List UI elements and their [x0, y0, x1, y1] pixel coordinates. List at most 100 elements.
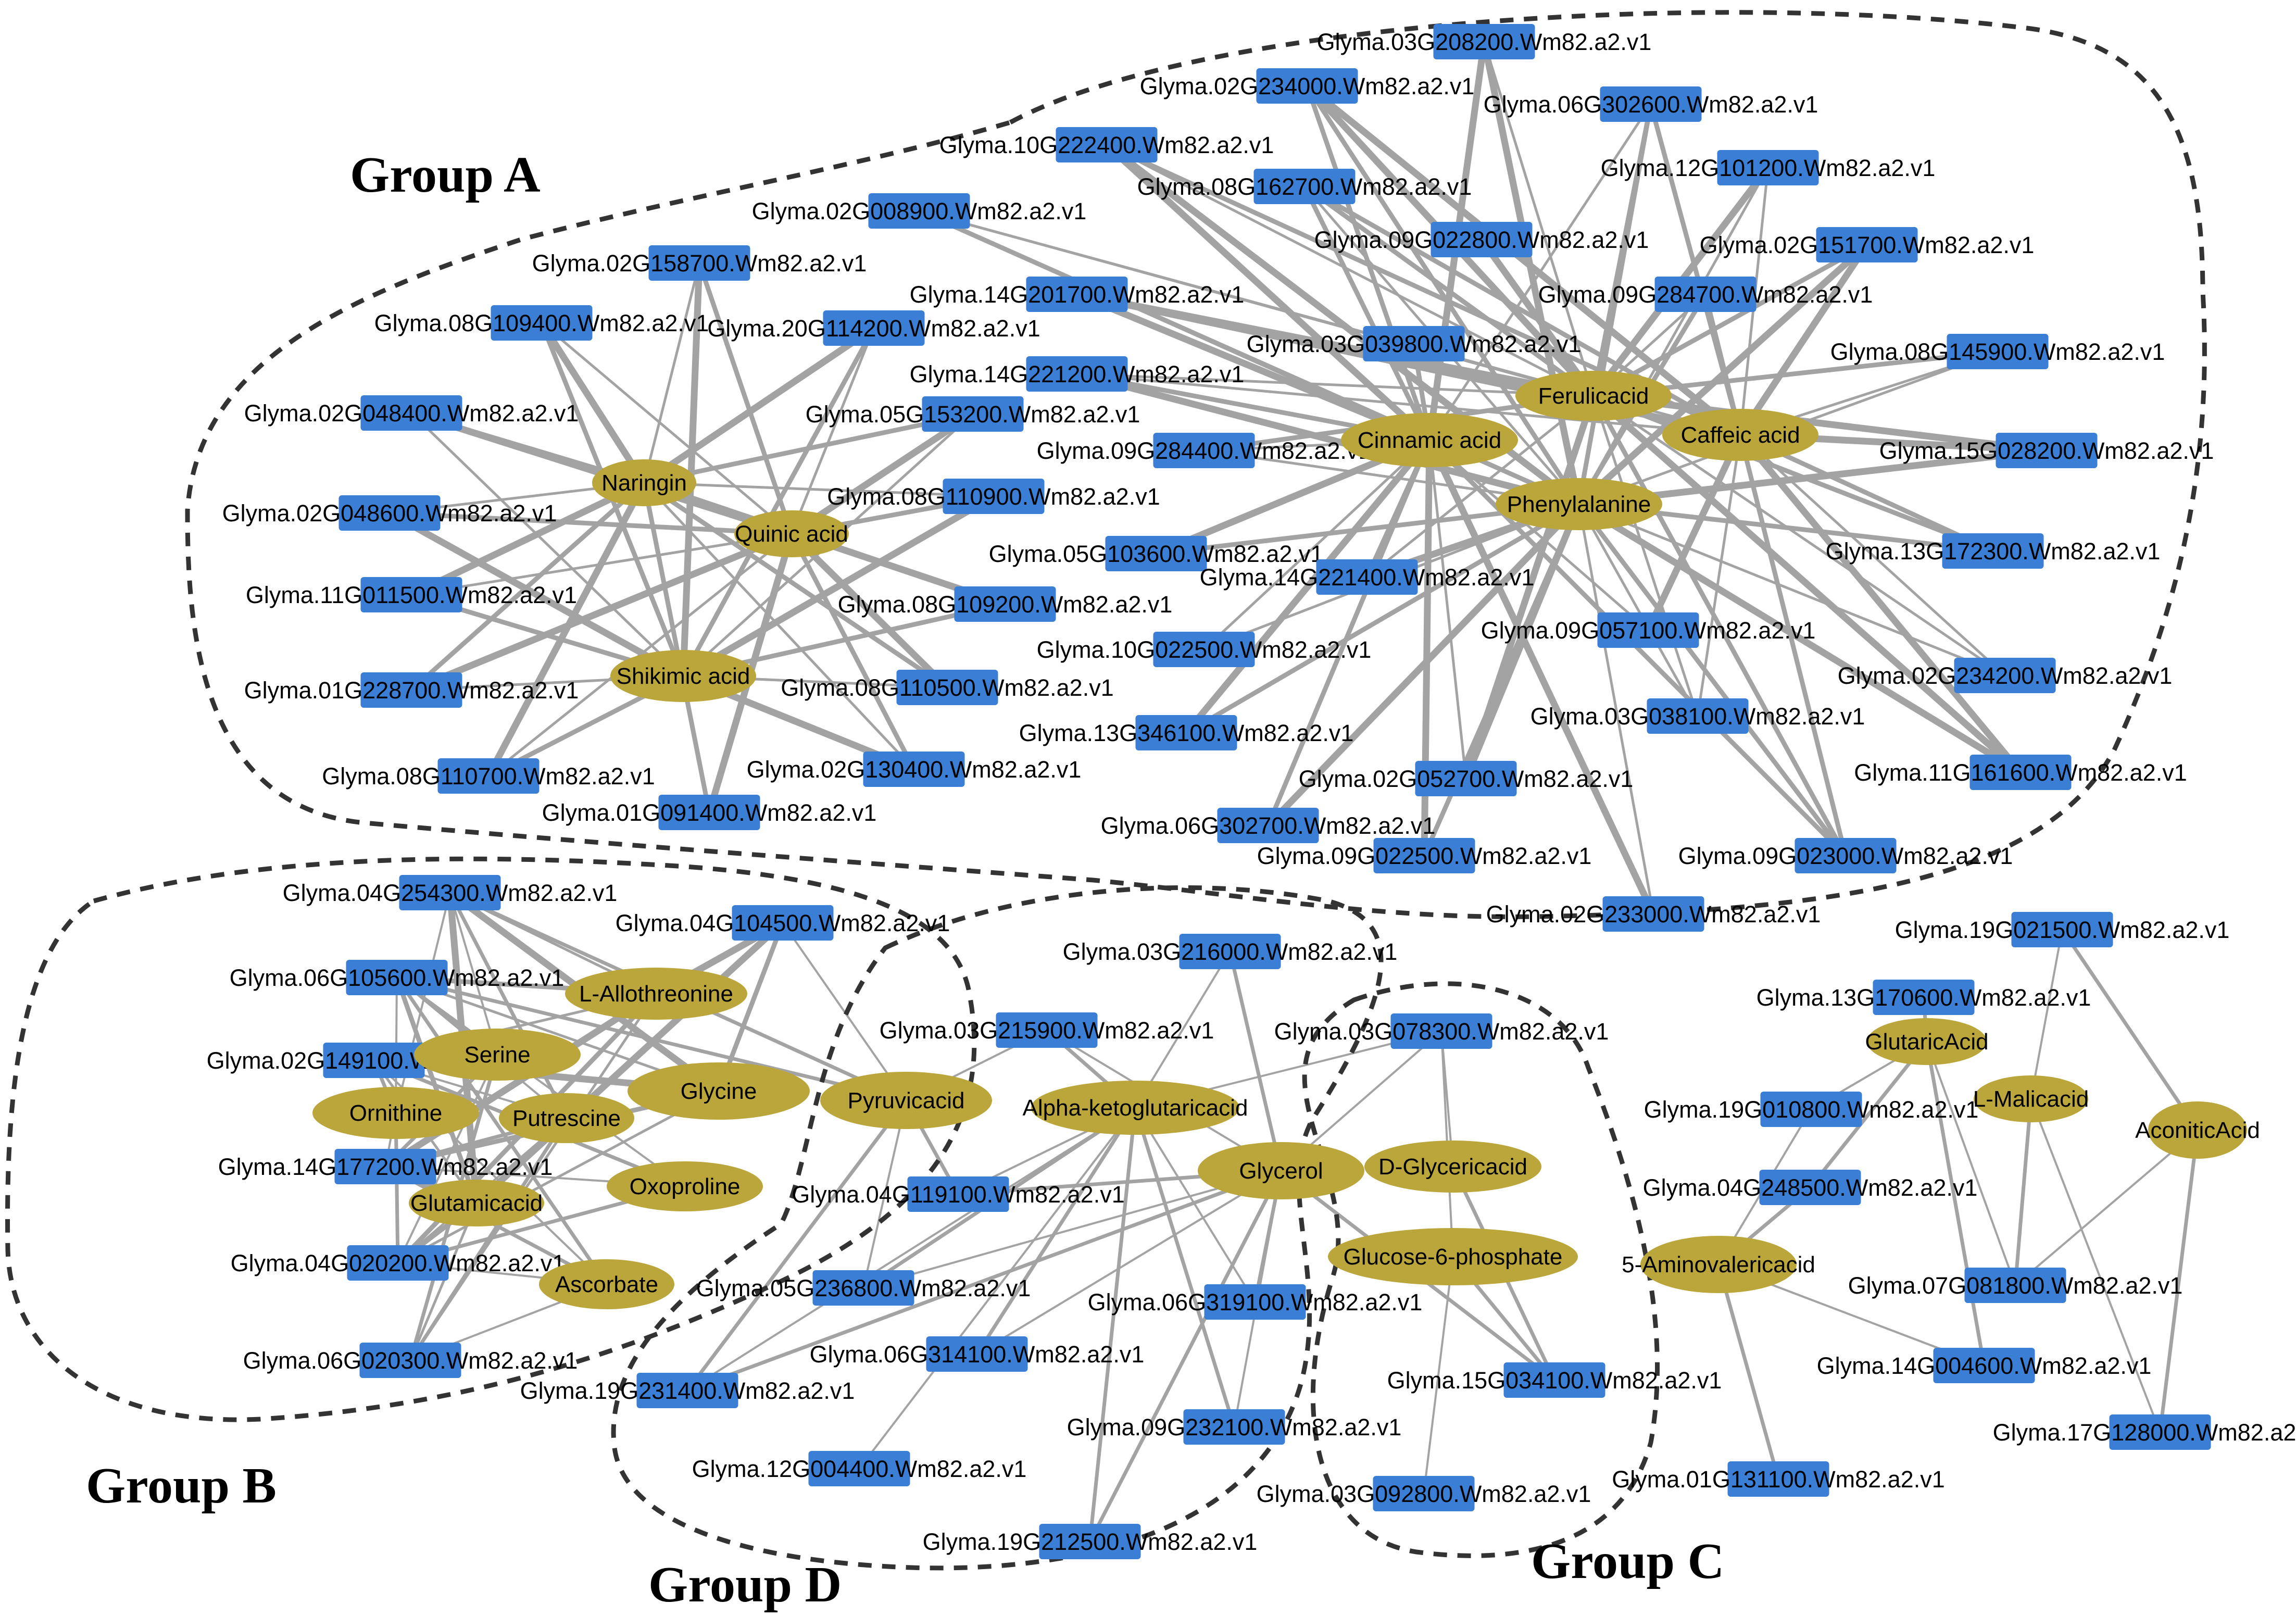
metabolite-node[interactable]: L-Malicacid [1973, 1075, 2089, 1122]
gene-node[interactable]: Glyma.13G170600.Wm82.a2.v1 [1756, 980, 2091, 1015]
gene-node[interactable]: Glyma.06G319100.Wm82.a2.v1 [1088, 1284, 1423, 1320]
metabolite-node[interactable]: Glucose-6-phosphate [1328, 1228, 1578, 1285]
metabolite-node[interactable]: 5-Aminovalericacid [1622, 1236, 1815, 1293]
gene-node[interactable]: Glyma.04G119100.Wm82.a2.v1 [792, 1176, 1125, 1212]
gene-node[interactable]: Glyma.10G022500.Wm82.a2.v1 [1037, 632, 1372, 667]
metabolite-node[interactable]: Caffeic acid [1662, 409, 1818, 461]
metabolite-node[interactable]: Ferulicacid [1515, 371, 1672, 421]
gene-node[interactable]: Glyma.01G228700.Wm82.a2.v1 [244, 672, 579, 708]
gene-node[interactable]: Glyma.03G078300.Wm82.a2.v1 [1274, 1013, 1609, 1049]
gene-node[interactable]: Glyma.02G008900.Wm82.a2.v1 [752, 193, 1087, 229]
gene-node[interactable]: Glyma.08G110700.Wm82.a2.v1 [322, 758, 655, 794]
gene-node[interactable]: Glyma.06G302700.Wm82.a2.v1 [1101, 808, 1436, 843]
metabolite-node[interactable]: Ornithine [312, 1087, 479, 1139]
gene-node[interactable]: Glyma.01G131100.Wm82.a2.v1 [1612, 1461, 1945, 1497]
gene-node[interactable]: Glyma.05G236800.Wm82.a2.v1 [696, 1270, 1031, 1306]
metabolite-node[interactable]: D-Glycericacid [1364, 1141, 1541, 1193]
gene-node[interactable]: Glyma.03G039800.Wm82.a2.v1 [1247, 326, 1582, 361]
gene-node[interactable]: Glyma.02G158700.Wm82.a2.v1 [532, 245, 867, 281]
gene-node[interactable]: Glyma.02G233000.Wm82.a2.v1 [1486, 896, 1821, 932]
gene-node[interactable]: Glyma.10G222400.Wm82.a2.v1 [939, 127, 1274, 162]
gene-node[interactable]: Glyma.09G022500.Wm82.a2.v1 [1257, 838, 1592, 873]
metabolite-node[interactable]: Glycerol [1198, 1142, 1364, 1199]
gene-node[interactable]: Glyma.06G302600.Wm82.a2.v1 [1484, 86, 1818, 122]
metabolite-node[interactable]: Pyruvicacid [820, 1072, 992, 1129]
gene-node[interactable]: Glyma.09G057100.Wm82.a2.v1 [1481, 612, 1816, 648]
gene-node[interactable]: Glyma.03G215900.Wm82.a2.v1 [880, 1012, 1214, 1048]
gene-node[interactable]: Glyma.14G201700.Wm82.a2.v1 [910, 277, 1245, 312]
gene-node[interactable]: Glyma.08G162700.Wm82.a2.v1 [1137, 169, 1472, 204]
gene-node[interactable]: Glyma.02G151700.Wm82.a2.v1 [1700, 227, 2035, 262]
gene-node[interactable]: Glyma.05G103600.Wm82.a2.v1 [989, 536, 1324, 571]
gene-node[interactable]: Glyma.08G109200.Wm82.a2.v1 [838, 586, 1173, 622]
gene-node[interactable]: Glyma.04G104500.Wm82.a2.v1 [616, 905, 950, 941]
metabolite-node[interactable]: Putrescine [499, 1093, 634, 1143]
gene-label: Glyma.05G153200.Wm82.a2.v1 [806, 401, 1140, 428]
gene-box [1503, 1362, 1605, 1398]
edge-quinic-g08G110500 [788, 530, 951, 691]
metabolite-node[interactable]: Glycine [628, 1062, 810, 1120]
gene-node[interactable]: Glyma.14G004600.Wm82.a2.v1 [1817, 1348, 2152, 1383]
gene-node[interactable]: Glyma.19G021500.Wm82.a2.v1 [1895, 912, 2230, 947]
gene-node[interactable]: Glyma.03G038100.Wm82.a2.v1 [1530, 698, 1865, 734]
gene-node[interactable]: Glyma.06G314100.Wm82.a2.v1 [810, 1336, 1145, 1372]
gene-node[interactable]: Glyma.08G109400.Wm82.a2.v1 [374, 305, 709, 341]
metabolite-node[interactable]: L-Allothreonine [565, 968, 747, 1020]
gene-node[interactable]: Glyma.02G234000.Wm82.a2.v1 [1140, 68, 1475, 104]
gene-node[interactable]: Glyma.02G048600.Wm82.a2.v1 [222, 495, 557, 531]
gene-node[interactable]: Glyma.09G284700.Wm82.a2.v1 [1538, 277, 1873, 312]
metabolite-node[interactable]: Ascorbate [539, 1259, 674, 1309]
gene-node[interactable]: Glyma.03G208200.Wm82.a2.v1 [1317, 24, 1652, 59]
metabolite-node[interactable]: GlutaricAcid [1865, 1018, 1989, 1065]
gene-node[interactable]: Glyma.01G091400.Wm82.a2.v1 [542, 795, 877, 830]
gene-node[interactable]: Glyma.04G248500.Wm82.a2.v1 [1643, 1170, 1978, 1205]
gene-node[interactable]: Glyma.11G011500.Wm82.a2.v1 [246, 577, 577, 612]
metabolite-node[interactable]: Glutamicacid [409, 1180, 544, 1226]
gene-node[interactable]: Glyma.02G052700.Wm82.a2.v1 [1299, 761, 1634, 796]
gene-node[interactable]: Glyma.15G034100.Wm82.a2.v1 [1387, 1362, 1722, 1398]
metabolite-node[interactable]: Oxoproline [607, 1161, 763, 1211]
gene-node[interactable]: Glyma.13G172300.Wm82.a2.v1 [1826, 533, 2161, 569]
metabolite-node[interactable]: AconiticAcid [2135, 1101, 2260, 1159]
gene-node[interactable]: Glyma.19G010800.Wm82.a2.v1 [1644, 1092, 1979, 1127]
gene-node[interactable]: Glyma.14G221200.Wm82.a2.v1 [910, 356, 1245, 392]
gene-node[interactable]: Glyma.07G081800.Wm82.a2.v1 [1848, 1268, 2183, 1303]
gene-node[interactable]: Glyma.20G114200.Wm82.a2.v1 [707, 310, 1040, 346]
metabolite-node[interactable]: Serine [414, 1029, 581, 1081]
metabolite-node[interactable]: Phenylalanine [1496, 478, 1662, 530]
gene-node[interactable]: Glyma.09G023000.Wm82.a2.v1 [1678, 838, 2013, 873]
gene-node[interactable]: Glyma.08G145900.Wm82.a2.v1 [1830, 334, 2165, 369]
gene-node[interactable]: Glyma.09G284400.Wm82.a2.v1 [1037, 433, 1372, 468]
gene-node[interactable]: Glyma.06G020300.Wm82.a2.v1 [243, 1343, 578, 1378]
gene-label: Glyma.03G208200.Wm82.a2.v1 [1317, 29, 1652, 55]
gene-node[interactable]: Glyma.05G153200.Wm82.a2.v1 [806, 396, 1140, 432]
metabolite-node[interactable]: Alpha-ketoglutaricacid [1023, 1081, 1248, 1135]
gene-node[interactable]: Glyma.12G004400.Wm82.a2.v1 [692, 1451, 1027, 1486]
gene-node[interactable]: Glyma.02G130400.Wm82.a2.v1 [747, 751, 1082, 787]
gene-node[interactable]: Glyma.08G110900.Wm82.a2.v1 [827, 479, 1160, 514]
metabolite-label: Ascorbate [555, 1272, 658, 1297]
metabolite-node[interactable]: Naringin [592, 459, 696, 506]
gene-node[interactable]: Glyma.02G048400.Wm82.a2.v1 [244, 395, 579, 431]
gene-node[interactable]: Glyma.13G346100.Wm82.a2.v1 [1019, 715, 1354, 750]
gene-node[interactable]: Glyma.09G022800.Wm82.a2.v1 [1314, 222, 1649, 257]
metabolite-node[interactable]: Cinnamic acid [1341, 413, 1518, 467]
gene-node[interactable]: Glyma.03G092800.Wm82.a2.v1 [1257, 1476, 1591, 1511]
metabolite-node[interactable]: Quinic acid [734, 510, 849, 557]
gene-node[interactable]: Glyma.06G105600.Wm82.a2.v1 [230, 960, 564, 995]
gene-node[interactable]: Glyma.12G101200.Wm82.a2.v1 [1601, 150, 1936, 185]
gene-node[interactable]: Glyma.08G110500.Wm82.a2.v1 [781, 670, 1114, 705]
gene-node[interactable]: Glyma.14G177200.Wm82.a2.v1 [218, 1149, 553, 1184]
gene-node[interactable]: Glyma.14G221400.Wm82.a2.v1 [1200, 559, 1535, 595]
metabolite-node[interactable]: Shikimic acid [610, 650, 756, 702]
gene-node[interactable]: Glyma.11G161600.Wm82.a2.v1 [1854, 755, 2187, 790]
gene-node[interactable]: Glyma.04G020200.Wm82.a2.v1 [231, 1245, 566, 1281]
gene-node[interactable]: Glyma.02G234200.Wm82.a2.v1 [1838, 658, 2173, 693]
gene-node[interactable]: Glyma.19G231400.Wm82.a2.v1 [520, 1373, 855, 1408]
gene-node[interactable]: Glyma.03G216000.Wm82.a2.v1 [1063, 934, 1398, 969]
gene-node[interactable]: Glyma.04G254300.Wm82.a2.v1 [283, 875, 618, 910]
gene-node[interactable]: Glyma.15G028200.Wm82.a2.v1 [1879, 433, 2214, 468]
gene-node[interactable]: Glyma.19G212500.Wm82.a2.v1 [923, 1524, 1258, 1559]
gene-node[interactable]: Glyma.09G232100.Wm82.a2.v1 [1067, 1409, 1402, 1445]
gene-node[interactable]: Glyma.17G128000.Wm82.a2.v1 [1993, 1414, 2296, 1450]
